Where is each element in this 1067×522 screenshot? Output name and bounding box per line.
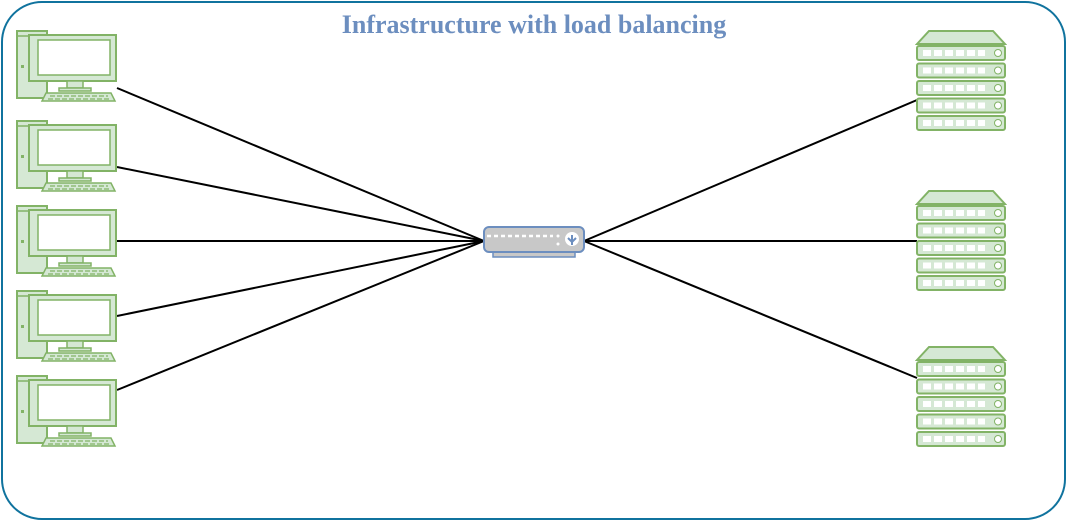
connections xyxy=(116,87,918,391)
diagram-title: Infrastructure with load balancing xyxy=(342,10,727,39)
connection-client-1 xyxy=(116,87,485,242)
server-rack-icon xyxy=(917,191,1005,290)
connection-server-3 xyxy=(583,240,918,379)
connection-client-4 xyxy=(116,240,485,317)
connection-client-5 xyxy=(116,240,485,391)
connection-client-2 xyxy=(116,166,485,242)
server-rack-icon xyxy=(917,31,1005,130)
load-balancer-icon xyxy=(483,226,585,259)
servers xyxy=(917,31,1005,446)
connection-server-1 xyxy=(583,99,918,242)
server-rack-icon xyxy=(917,347,1005,446)
client-computers xyxy=(16,30,117,447)
